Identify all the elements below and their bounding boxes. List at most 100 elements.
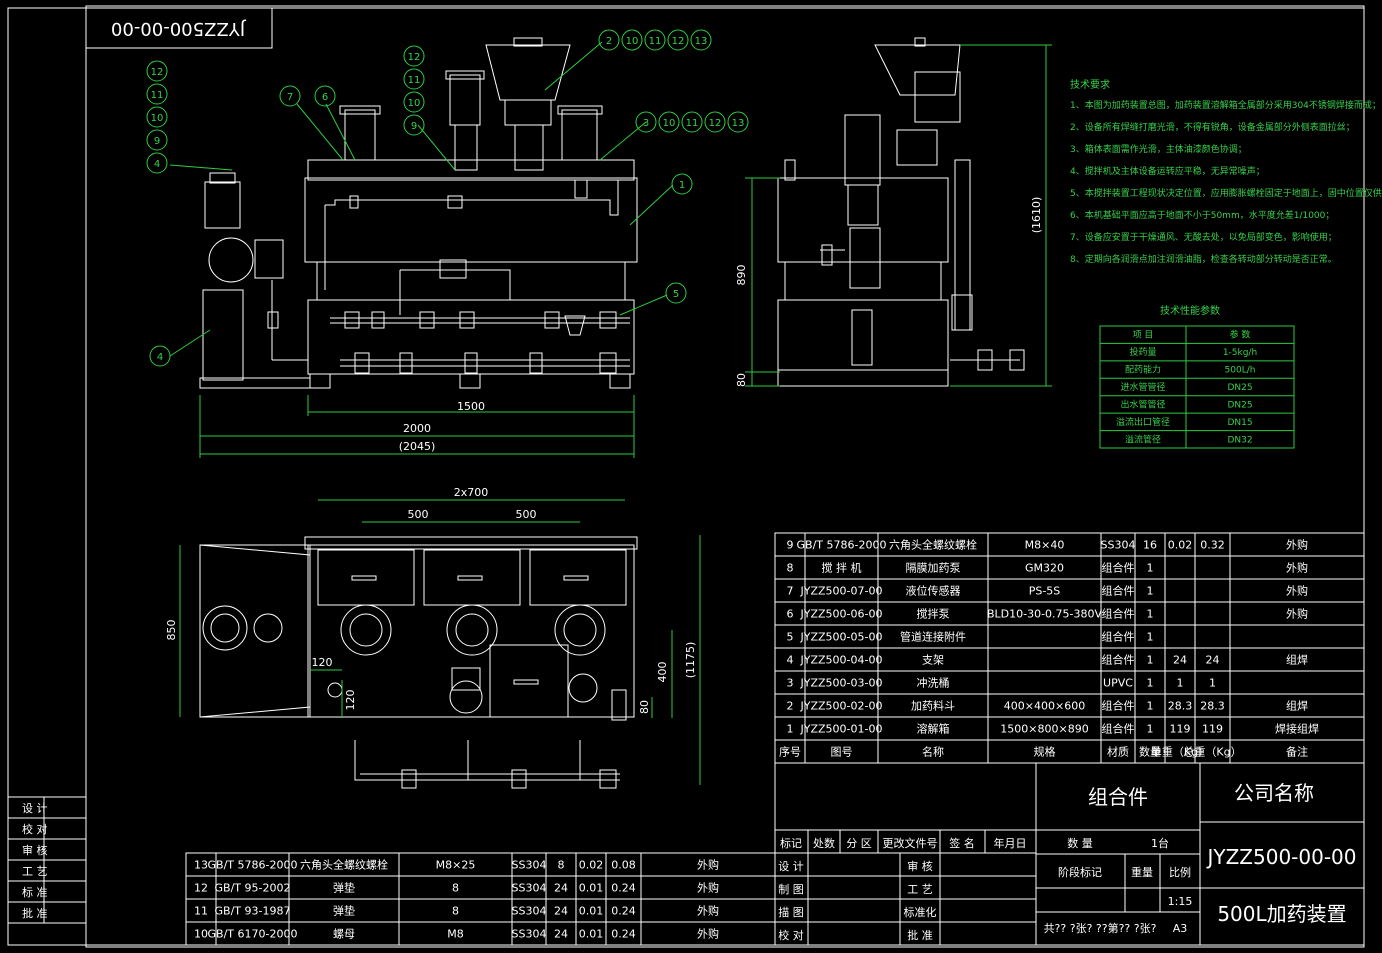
bom-cell: 0.24 bbox=[611, 928, 636, 941]
bom-cell: 外购 bbox=[697, 881, 719, 895]
bom-cell: 9 bbox=[787, 539, 794, 552]
balloon: 13 bbox=[732, 118, 745, 129]
bom-cell: 1 bbox=[1147, 700, 1154, 713]
tech-item: 4、搅拌机及主体设备运转应平稳，无异常噪声； bbox=[1070, 165, 1265, 177]
tb-standard: 标准化 bbox=[904, 905, 937, 919]
plan-view: 2x700 500 500 850 (1175) 400 80 120 120 bbox=[165, 486, 701, 789]
bom-cell: 0.02 bbox=[579, 859, 604, 872]
bom-cell: BLD10-30-0.75-380V bbox=[987, 608, 1103, 621]
dim-120-a: 120 bbox=[312, 656, 333, 669]
bom-cell: 弹垫 bbox=[333, 904, 355, 918]
bom-cell: SS304 bbox=[512, 859, 547, 872]
bom-cell: UPVC bbox=[1103, 677, 1133, 690]
balloon-5: 5 bbox=[673, 289, 679, 300]
bom-cell: M8 bbox=[447, 928, 464, 941]
drawing-number: JYZZ500-00-00 bbox=[1205, 845, 1356, 869]
rev-mark: 标记 bbox=[780, 836, 802, 850]
bom-cell: 24 bbox=[1206, 654, 1220, 667]
stamp-approve: 批 准 bbox=[22, 906, 48, 920]
bom-cell: 搅拌泵 bbox=[917, 607, 950, 621]
dim-1500: 1500 bbox=[457, 400, 485, 413]
balloon: 10 bbox=[408, 98, 421, 109]
dim-2045: (2045) bbox=[399, 440, 436, 453]
stamp-review: 审 核 bbox=[22, 843, 48, 857]
bom-cell: 16 bbox=[1143, 539, 1157, 552]
bom-cell: 24 bbox=[554, 882, 568, 895]
bom-cell: 溶解箱 bbox=[917, 722, 950, 736]
bom-cell: 液位传感器 bbox=[906, 584, 961, 598]
bom-cell: 组焊 bbox=[1286, 699, 1308, 713]
rev-date: 年月日 bbox=[994, 836, 1027, 850]
dim-500-b: 500 bbox=[516, 508, 537, 521]
param-name: 溢流管径 bbox=[1125, 433, 1161, 445]
rev-count: 处数 bbox=[813, 837, 835, 850]
bom-header-cell: 规格 bbox=[1034, 745, 1056, 759]
drawing-no-box bbox=[85, 7, 273, 49]
dim-1610: (1610) bbox=[1030, 197, 1043, 234]
param-name: 进水管管径 bbox=[1120, 381, 1165, 393]
tb-design: 设 计 bbox=[778, 860, 804, 873]
bom-cell: 六角头全螺纹螺栓 bbox=[889, 538, 977, 552]
balloon: 11 bbox=[686, 118, 699, 129]
bom-cell: 2 bbox=[787, 700, 794, 713]
bom-cell: 1 bbox=[787, 723, 794, 736]
bom-cell: 组合件 bbox=[1102, 607, 1135, 621]
bom-cell: GB/T 5786-2000 bbox=[797, 539, 887, 552]
balloon-7: 7 bbox=[287, 92, 293, 103]
stage-label: 阶段标记 bbox=[1058, 865, 1102, 879]
bom-cell: 400×400×600 bbox=[1004, 700, 1085, 713]
balloon-1: 1 bbox=[679, 180, 685, 191]
bom-cell: M8×40 bbox=[1025, 539, 1065, 552]
bom-cell: 外购 bbox=[1286, 584, 1308, 598]
bom-cell: 1 bbox=[1147, 631, 1154, 644]
bom-cell: JYZZ500-04-00 bbox=[800, 654, 883, 667]
bom-cell: 1 bbox=[1177, 677, 1184, 690]
company-name: 公司名称 bbox=[1234, 781, 1314, 805]
balloon: 12 bbox=[151, 67, 164, 78]
bom-cell: 0.32 bbox=[1200, 539, 1225, 552]
bom-cell: 螺母 bbox=[333, 928, 355, 941]
bom-cell: SS304 bbox=[512, 928, 547, 941]
balloon-4: 4 bbox=[157, 352, 163, 363]
bom-cell: 1 bbox=[1147, 723, 1154, 736]
tech-item: 1、本图为加药装置总图，加药装置溶解箱全属部分采用304不锈钢焊接而成； bbox=[1070, 99, 1381, 111]
balloons-front: 12 11 10 9 4 7 6 12 11 10 9 2 10 11 12 1… bbox=[146, 29, 749, 367]
bom-cell: 六角头全螺纹螺栓 bbox=[300, 858, 388, 872]
param-name: 项 目 bbox=[1133, 330, 1154, 341]
bom-cell: 4 bbox=[787, 654, 794, 667]
stamp-standard: 标 准 bbox=[22, 885, 48, 899]
side-view: 890 80 (1610) bbox=[735, 37, 1052, 387]
bom-cell: 外购 bbox=[1286, 538, 1308, 552]
bom-cell: 外购 bbox=[1286, 561, 1308, 575]
tech-item: 3、箱体表面需作光滑，主体油漆颜色协调； bbox=[1070, 143, 1247, 155]
sheets-label: 共?? ?张? ??第?? ?张? bbox=[1044, 921, 1157, 935]
dim-890: 890 bbox=[735, 265, 748, 286]
bom-cell: JYZZ500-02-00 bbox=[800, 700, 883, 713]
dim-850: 850 bbox=[165, 620, 178, 641]
bom-cell: 弹垫 bbox=[333, 881, 355, 895]
bom-cell: 28.3 bbox=[1168, 700, 1193, 713]
bom-cell: 1 bbox=[1147, 585, 1154, 598]
param-name: 配药能力 bbox=[1125, 364, 1161, 376]
balloon: 10 bbox=[626, 36, 639, 47]
tech-item: 8、定期向各润滑点加注润滑油脂，检查各转动部分转动是否正常。 bbox=[1070, 253, 1337, 265]
stamp-process: 工 艺 bbox=[22, 865, 48, 878]
balloon: 10 bbox=[151, 113, 164, 124]
param-value: 1-5kg/h bbox=[1223, 348, 1257, 358]
bom-cell: 组合件 bbox=[1102, 561, 1135, 575]
bom-cell: JYZZ500-05-00 bbox=[800, 631, 883, 644]
bom-cell: 0.24 bbox=[611, 882, 636, 895]
bom-cell: 加药料斗 bbox=[911, 699, 955, 713]
tb-drawn: 制 图 bbox=[778, 883, 804, 896]
tb-trace: 描 图 bbox=[778, 905, 804, 919]
tech-heading: 技术要求 bbox=[1070, 78, 1110, 91]
weight-label: 重量 bbox=[1131, 865, 1153, 879]
stamp-design: 设 计 bbox=[22, 802, 48, 815]
bom-cell: 1 bbox=[1147, 608, 1154, 621]
bom-cell: 组合件 bbox=[1102, 722, 1135, 736]
bom-header-cell: 序号 bbox=[779, 745, 801, 759]
